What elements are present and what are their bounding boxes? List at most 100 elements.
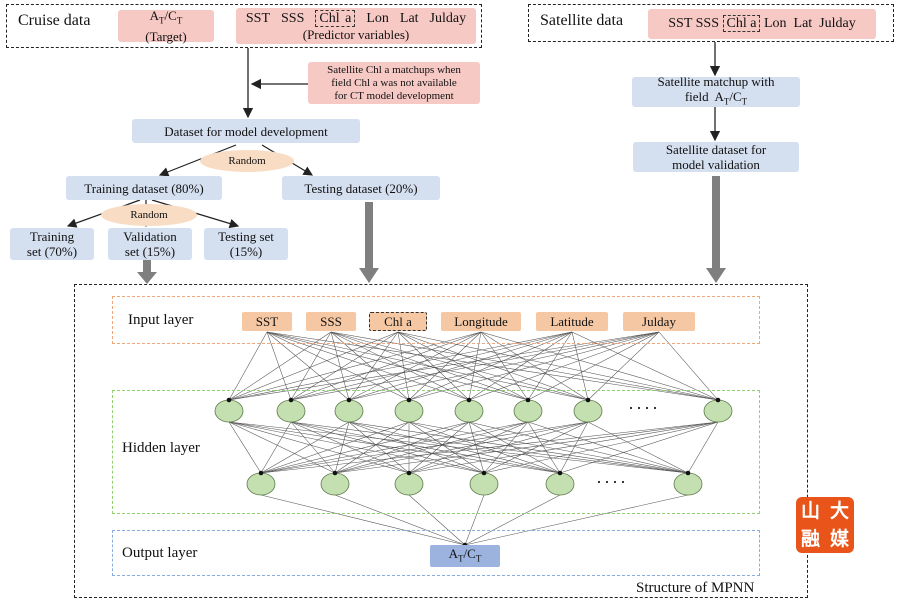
matchup-line1: Satellite matchup with — [657, 74, 775, 90]
media-logo: 山 大 融 媒 — [796, 497, 854, 553]
edge-hidden1-hidden2 — [228, 421, 485, 474]
training-set-box: Training set (70%) — [10, 228, 94, 260]
hidden1-node-arrowhead — [226, 397, 232, 403]
matchup-line2: field AT/CT — [684, 89, 748, 107]
cruise-data-title: Cruise data — [18, 12, 91, 29]
logo-char-3: 融 — [800, 528, 820, 550]
sat-var-chla: Chl a — [722, 15, 761, 32]
model-dev-dataset-box: Dataset for model development — [132, 119, 360, 143]
training-set-line2: set (70%) — [26, 244, 78, 259]
validation-set-line1: Validation — [123, 229, 177, 244]
edge-hidden1-hidden2 — [468, 421, 485, 474]
logo-char-2: 大 — [829, 500, 849, 522]
target-caption: (Target) — [145, 28, 187, 44]
edge-hidden1-hidden2 — [290, 421, 485, 474]
output-layer-box — [112, 530, 760, 576]
output-layer-label: Output layer — [122, 545, 198, 561]
target-box: AT/CT (Target) — [118, 8, 214, 44]
hidden1-node-arrowhead — [288, 397, 294, 403]
gray-arrow-satellite-validation — [706, 176, 726, 283]
edge-hidden2-output — [464, 494, 561, 546]
testing-dataset-box: Testing dataset (20%) — [282, 176, 440, 200]
chla-note-box: Satellite Chl a matchups when field Chl … — [308, 62, 480, 104]
network-nodes — [214, 397, 733, 548]
edge-hidden1-hidden2 — [334, 421, 410, 474]
testing-set-line1: Testing set — [218, 229, 274, 244]
input-layer-box — [112, 296, 760, 344]
edge-hidden1-hidden2 — [260, 421, 589, 474]
edge-hidden2-output — [260, 494, 466, 546]
edge-hidden1-hidden2 — [260, 421, 350, 474]
edge-hidden1-hidden2 — [483, 421, 529, 474]
arrow-to-training — [158, 144, 237, 177]
input-node-sst: SST — [242, 312, 292, 331]
sat-var-sst: SST — [668, 16, 693, 31]
sat-var-sss: SSS — [695, 16, 719, 31]
input-node-longitude: Longitude — [441, 312, 521, 331]
random-ellipse-1: Random — [200, 150, 294, 172]
edge-hidden1-hidden2 — [408, 421, 689, 474]
edge-hidden1-hidden2 — [687, 421, 719, 474]
edge-hidden1-hidden2 — [348, 421, 689, 474]
random-ellipse-2: Random — [101, 204, 197, 226]
edge-hidden1-hidden2 — [408, 421, 485, 474]
edge-hidden1-hidden2 — [408, 421, 529, 474]
hidden2-node-arrowhead — [685, 470, 691, 476]
input-node-sss: SSS — [306, 312, 356, 331]
hidden1-node-arrowhead — [406, 397, 412, 403]
training-set-line1: Training — [29, 229, 75, 244]
edge-hidden2-output — [464, 494, 689, 546]
predictor-sst: SST — [245, 10, 271, 26]
sat-var-lon: Lon — [763, 16, 787, 31]
mpnn-structure-box — [74, 284, 808, 598]
edge-hidden1-hidden2 — [334, 421, 589, 474]
edge-hidden1-hidden2 — [260, 421, 470, 474]
edge-hidden1-hidden2 — [408, 421, 719, 474]
satellite-data-title: Satellite data — [540, 12, 624, 29]
satellite-var-list: SST SSS Chl a Lon Lat Julday — [668, 15, 856, 32]
predictor-caption: (Predictor variables) — [302, 26, 410, 42]
input-node-chla: Chl a — [369, 312, 427, 331]
edge-hidden2-output — [408, 494, 466, 546]
edge-hidden2-output — [464, 494, 485, 546]
hidden1-node-arrowhead — [466, 397, 472, 403]
logo-char-1: 山 — [800, 500, 820, 522]
hidden2-node-arrowhead — [406, 470, 412, 476]
edge-hidden1-hidden2 — [260, 421, 529, 474]
edge-hidden1-hidden2 — [559, 421, 589, 474]
hidden-layer-label: Hidden layer — [122, 440, 200, 456]
input-layer-label: Input layer — [128, 312, 194, 328]
note-line1: Satellite Chl a matchups when — [327, 63, 461, 76]
logo-char-4: 媒 — [829, 528, 849, 550]
predictor-lon: Lon — [366, 10, 389, 26]
training-dataset-box: Training dataset (80%) — [66, 176, 222, 200]
hidden1-node-arrowhead — [715, 397, 721, 403]
hidden2-node-arrowhead — [481, 470, 487, 476]
sat-var-lat: Lat — [793, 16, 813, 31]
edge-hidden1-hidden2 — [587, 421, 689, 474]
mpnn-caption: Structure of MPNN — [636, 580, 755, 596]
hidden1-node-arrowhead — [525, 397, 531, 403]
hidden1-node-arrowhead — [585, 397, 591, 403]
edge-hidden1-hidden2 — [334, 421, 529, 474]
cruise-data-box — [6, 4, 482, 48]
edge-hidden1-hidden2 — [468, 421, 689, 474]
hidden2-ellipsis: ···· — [596, 472, 628, 492]
edge-hidden1-hidden2 — [228, 421, 410, 474]
input-node-julday: Julday — [623, 312, 695, 331]
satellite-validation-box: Satellite dataset for model validation — [633, 142, 799, 172]
edge-hidden1-hidden2 — [290, 421, 336, 474]
edge-hidden1-hidden2 — [260, 421, 719, 474]
predictor-box: SST SSS Chl a Lon Lat Julday (Predictor … — [236, 8, 476, 44]
edge-hidden1-hidden2 — [228, 421, 336, 474]
edge-hidden1-hidden2 — [228, 421, 262, 474]
edge-hidden1-hidden2 — [559, 421, 719, 474]
input-node-latitude: Latitude — [536, 312, 608, 331]
target-label: AT/CT — [149, 8, 183, 26]
note-line3: for CT model development — [334, 89, 454, 102]
satellite-data-box — [528, 4, 894, 42]
gray-arrow-testing-dataset — [359, 202, 379, 283]
testing-set-line2: (15%) — [229, 244, 263, 259]
validation-line1: Satellite dataset for — [665, 142, 767, 157]
output-node: AT/CT — [430, 545, 500, 567]
